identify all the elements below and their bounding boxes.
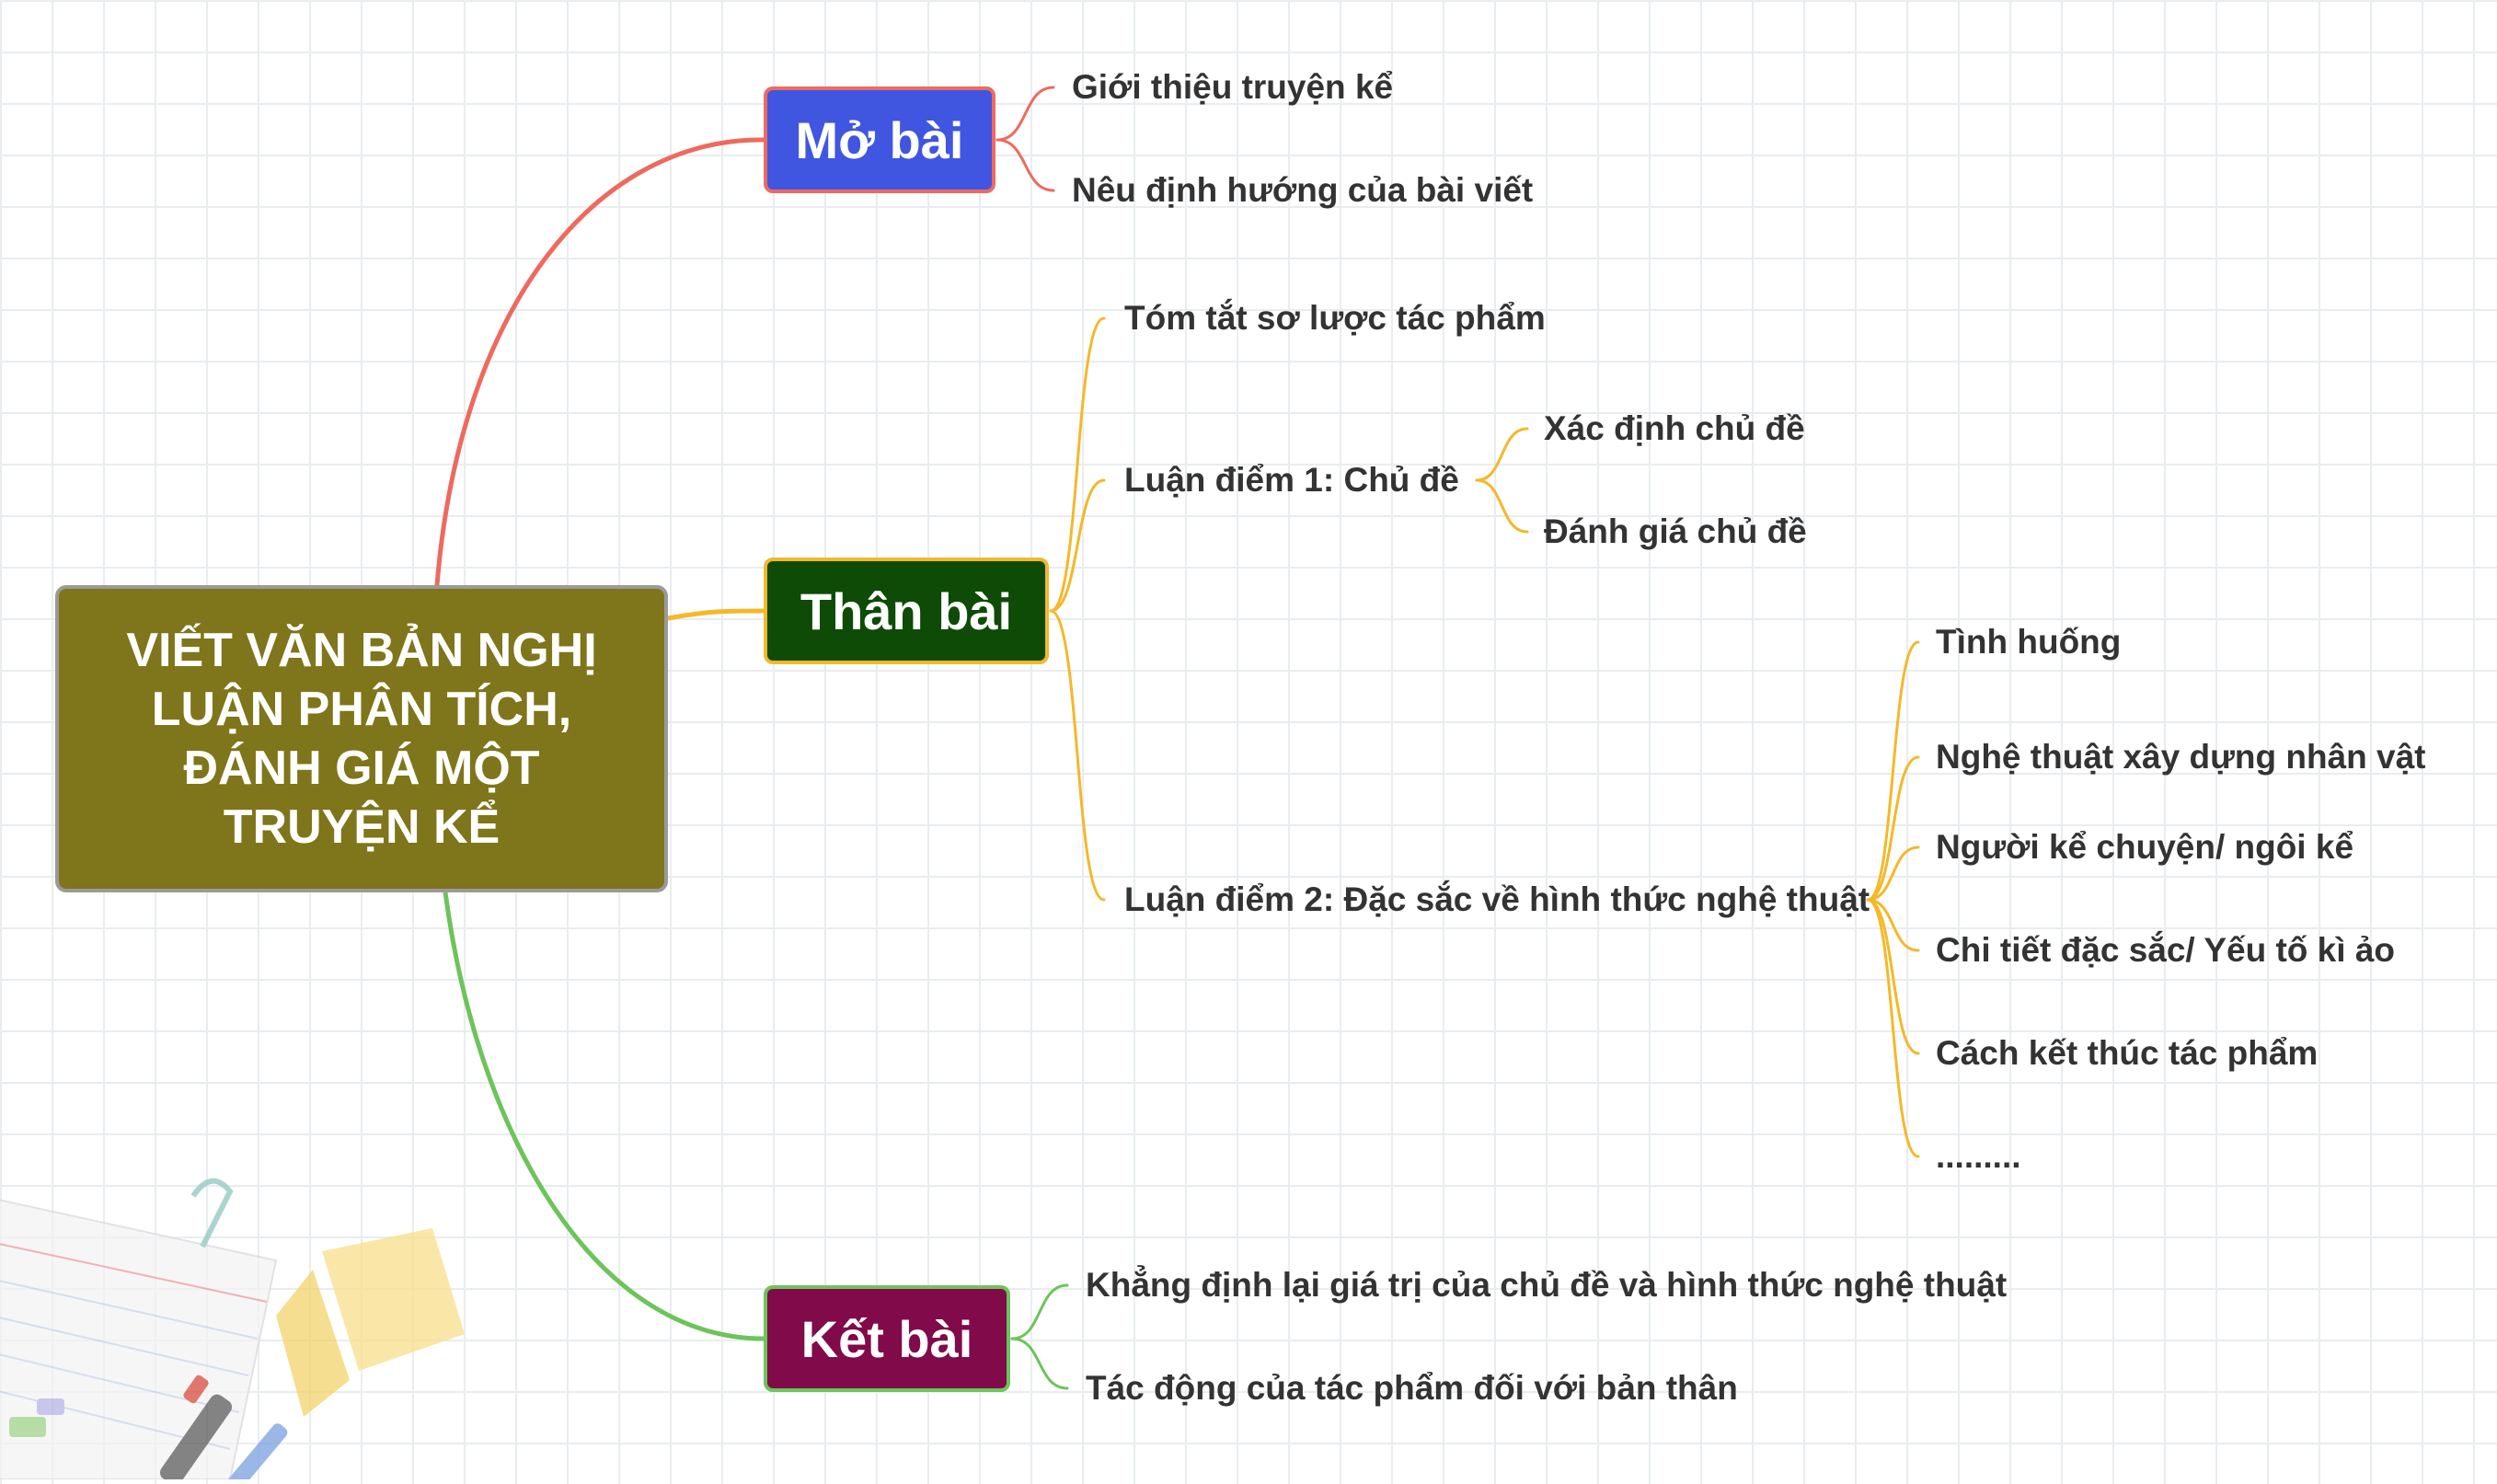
subtopic-chi-tiet-dac-sac[interactable]: Chi tiết đặc sắc/ Yếu tố kì ảo bbox=[1936, 931, 2395, 969]
connector-luan-diem-2-item bbox=[1866, 640, 1920, 902]
subtopic-nhan-vat[interactable]: Nghệ thuật xây dựng nhân vật bbox=[1936, 738, 2426, 776]
subtopic-luan-diem-1[interactable]: Luận điểm 1: Chủ đề bbox=[1124, 461, 1459, 499]
connector-luan-diem-1-item bbox=[1475, 478, 1529, 534]
stationery-illustration bbox=[0, 1141, 478, 1484]
subtopic-gioi-thieu[interactable]: Giới thiệu truyện kể bbox=[1072, 68, 1394, 106]
connector-than-bai-item bbox=[1049, 609, 1106, 902]
connector-root-than-bai bbox=[665, 608, 766, 621]
connector-luan-diem-1-item bbox=[1475, 427, 1529, 482]
subtopic-tom-tat[interactable]: Tóm tắt sơ lược tác phẩm bbox=[1124, 299, 1546, 337]
connector-luan-diem-2-item bbox=[1866, 898, 1920, 1055]
central-topic[interactable]: VIẾT VĂN BẢN NGHỊ LUẬN PHÂN TÍCH, ĐÁNH G… bbox=[55, 585, 668, 892]
connector-mo-bai-item bbox=[995, 138, 1055, 192]
subtopic-dinh-huong[interactable]: Nêu định hướng của bài viết bbox=[1072, 171, 1534, 209]
connector-luan-diem-2-item bbox=[1866, 898, 1920, 952]
connector-luan-diem-2-item bbox=[1866, 755, 1920, 902]
branch-ket-bai[interactable]: Kết bài bbox=[764, 1285, 1010, 1392]
connector-than-bai-item bbox=[1049, 316, 1106, 613]
connector-root-ket-bai bbox=[443, 890, 766, 1341]
connector-luan-diem-2-item bbox=[1866, 846, 1920, 902]
subtopic-nguoi-ke-chuyen[interactable]: Người kể chuyện/ ngôi kể bbox=[1936, 828, 2354, 866]
subtopic-tinh-huong[interactable]: Tình huống bbox=[1936, 623, 2122, 661]
subtopic-xac-dinh-chu-de[interactable]: Xác định chủ đề bbox=[1544, 409, 1805, 447]
subtopic-tac-dong[interactable]: Tác động của tác phẩm đối với bản thân bbox=[1086, 1369, 1738, 1407]
branch-than-bai[interactable]: Thân bài bbox=[764, 558, 1049, 664]
subtopic-luan-diem-2[interactable]: Luận điểm 2: Đặc sắc về hình thức nghệ t… bbox=[1124, 880, 1870, 918]
subtopic-khang-dinh[interactable]: Khẳng định lại giá trị của chủ đề và hìn… bbox=[1086, 1266, 2008, 1304]
connector-mo-bai-item bbox=[995, 86, 1055, 142]
connector-than-bai-item bbox=[1049, 478, 1106, 613]
connector-luan-diem-2-item bbox=[1866, 898, 1920, 1158]
connector-ket-bai-item bbox=[1010, 1283, 1069, 1340]
connector-ket-bai-item bbox=[1010, 1337, 1069, 1390]
branch-mo-bai[interactable]: Mở bài bbox=[764, 86, 995, 193]
subtopic-ellipsis[interactable]: ......... bbox=[1936, 1137, 2021, 1175]
connector-root-mo-bai bbox=[434, 137, 766, 588]
subtopic-danh-gia-chu-de[interactable]: Đánh giá chủ đề bbox=[1544, 512, 1807, 550]
subtopic-cach-ket-thuc[interactable]: Cách kết thúc tác phẩm bbox=[1936, 1034, 2319, 1072]
